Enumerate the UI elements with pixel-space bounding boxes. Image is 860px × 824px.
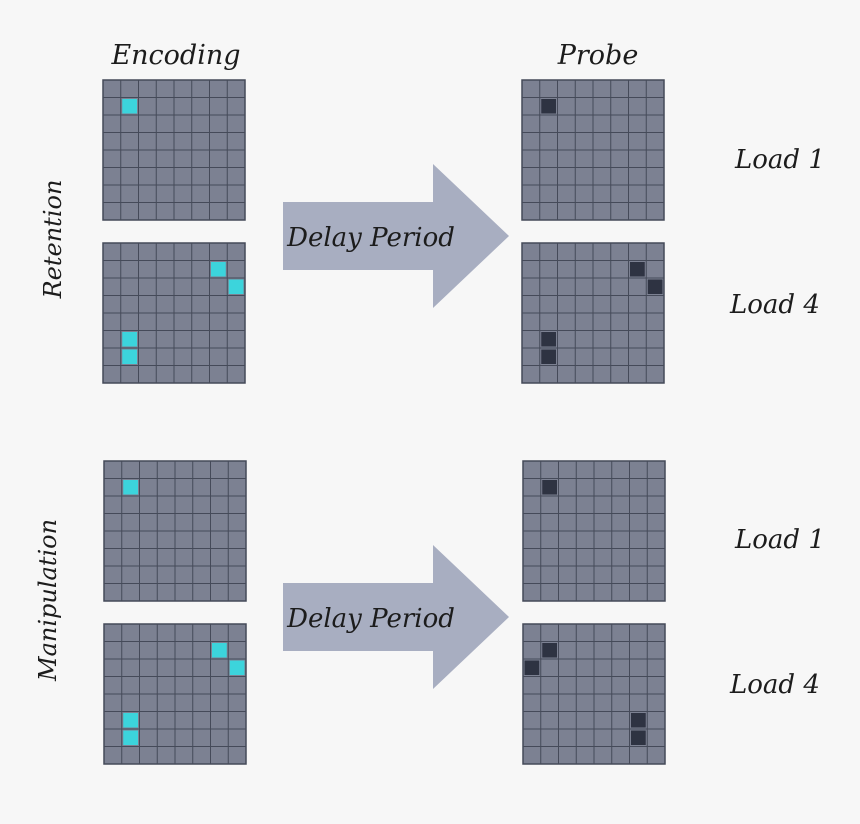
probe-highlight-cell bbox=[631, 713, 646, 728]
retention-load1-encoding-grid bbox=[102, 79, 246, 221]
retention-delay-label: Delay Period bbox=[286, 223, 455, 253]
probe-highlight-cell bbox=[631, 730, 646, 745]
probe-highlight-cell bbox=[647, 279, 663, 294]
encoding-highlight-cell bbox=[123, 730, 138, 745]
encoding-column-header: Encoding bbox=[111, 40, 241, 71]
probe-highlight-cell bbox=[524, 660, 540, 675]
probe-highlight-cell bbox=[630, 262, 645, 277]
retention-condition-label: Retention bbox=[39, 179, 67, 299]
probe-highlight-cell bbox=[541, 349, 556, 364]
retention-load4-probe-grid bbox=[521, 242, 665, 384]
retention-delay-arrow: Delay Period bbox=[283, 164, 509, 308]
encoding-highlight-cell bbox=[123, 480, 138, 495]
manipulation-delay-arrow: Delay Period bbox=[283, 545, 509, 689]
manipulation-condition-label: Manipulation bbox=[34, 518, 62, 681]
encoding-highlight-cell bbox=[212, 643, 227, 658]
encoding-highlight-cell bbox=[229, 660, 245, 675]
retention-load4-label: Load 4 bbox=[730, 290, 820, 320]
probe-column-header: Probe bbox=[557, 40, 639, 71]
manipulation-load1-encoding-grid bbox=[103, 460, 247, 602]
retention-load1-probe-grid bbox=[521, 79, 665, 221]
encoding-highlight-cell bbox=[122, 332, 137, 347]
encoding-highlight-cell bbox=[122, 349, 137, 364]
manipulation-load4-probe-grid bbox=[522, 623, 666, 765]
encoding-highlight-cell bbox=[122, 99, 137, 114]
encoding-highlight-cell bbox=[211, 262, 226, 277]
probe-highlight-cell bbox=[541, 332, 556, 347]
manipulation-delay-label: Delay Period bbox=[286, 604, 455, 634]
retention-load1-label: Load 1 bbox=[735, 145, 825, 175]
encoding-highlight-cell bbox=[123, 713, 138, 728]
encoding-highlight-cell bbox=[228, 279, 244, 294]
retention-load4-encoding-grid bbox=[102, 242, 246, 384]
probe-highlight-cell bbox=[542, 480, 557, 495]
probe-highlight-cell bbox=[541, 99, 556, 114]
manipulation-load1-probe-grid bbox=[522, 460, 666, 602]
manipulation-load4-label: Load 4 bbox=[730, 670, 820, 700]
manipulation-load4-encoding-grid bbox=[103, 623, 247, 765]
probe-highlight-cell bbox=[542, 643, 557, 658]
manipulation-load1-label: Load 1 bbox=[735, 525, 825, 555]
